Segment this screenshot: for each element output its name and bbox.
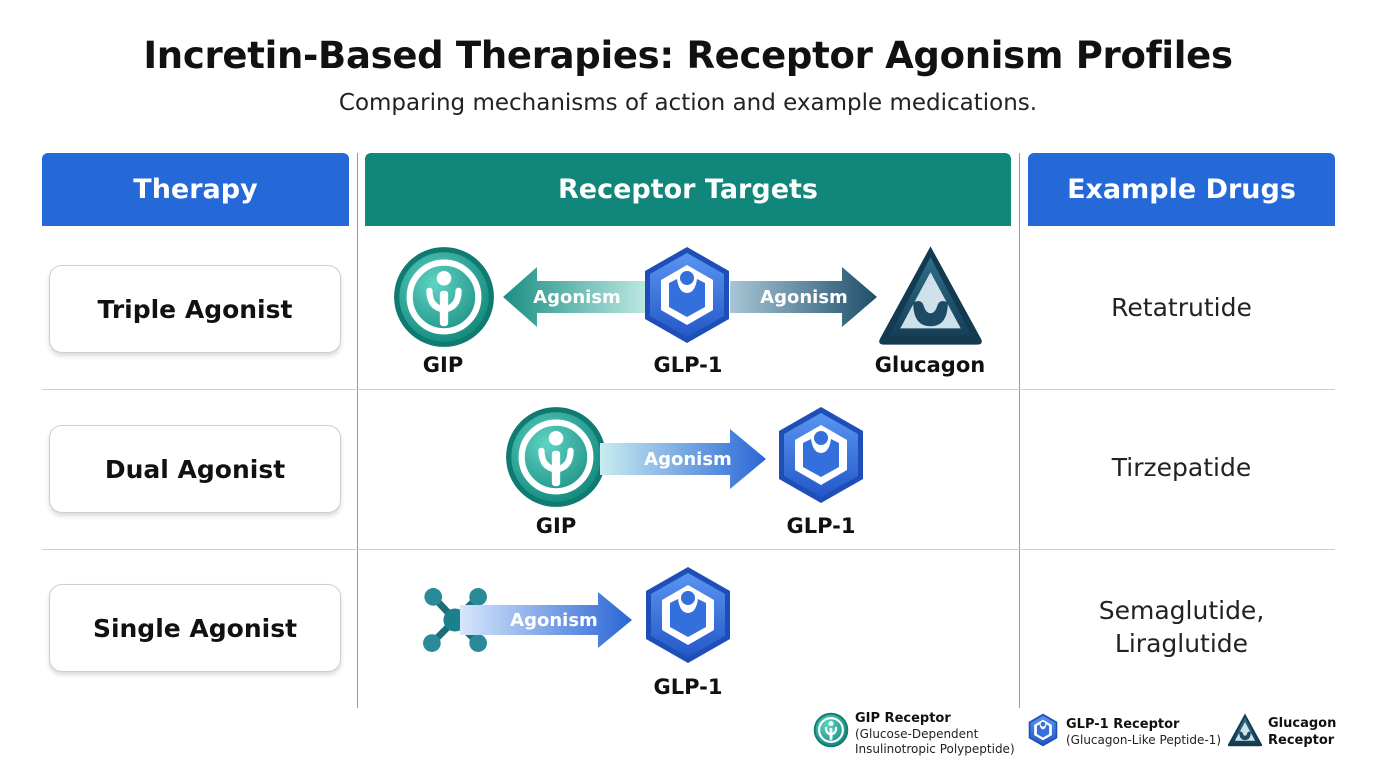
gip-receptor-icon <box>392 245 496 349</box>
agonism-label: Agonism <box>644 449 732 470</box>
row-divider-1 <box>42 389 1335 390</box>
agonism-arrow: Agonism <box>600 429 766 489</box>
page-subtitle: Comparing mechanisms of action and examp… <box>338 90 1038 116</box>
glp1-receptor-icon <box>637 243 737 347</box>
row-divider-2 <box>42 549 1335 550</box>
column-header-receptor-targets: Receptor Targets <box>365 153 1011 226</box>
legend-gip-title: GIP Receptor <box>855 711 951 726</box>
receptor-label-glp1: GLP-1 <box>653 353 723 377</box>
gip-receptor-icon <box>504 405 608 509</box>
legend-gip-subtitle-2: Insulinotropic Polypeptide) <box>855 742 1015 756</box>
column-header-example-drugs: Example Drugs <box>1028 153 1335 226</box>
receptor-label-glucagon: Glucagon <box>874 353 986 377</box>
legend-glp1-subtitle: (Glucagon-Like Peptide-1) <box>1066 733 1221 747</box>
drug-liraglutide: Liraglutide <box>1114 629 1249 658</box>
legend-glp1-icon <box>1026 712 1060 748</box>
agonism-label: Agonism <box>510 610 598 631</box>
therapy-triple-agonist: Triple Agonist <box>49 265 341 353</box>
therapy-dual-agonist: Dual Agonist <box>49 425 341 513</box>
drug-retatrutide: Retatrutide <box>1111 293 1252 322</box>
agonism-label: Agonism <box>760 287 848 308</box>
glp1-receptor-icon <box>771 403 871 507</box>
legend-gip-icon <box>813 712 849 748</box>
legend-gip-subtitle-1: (Glucose-Dependent <box>855 727 979 741</box>
legend-glucagon-title-2: Receptor <box>1268 733 1335 748</box>
receptor-label-gip: GIP <box>535 514 577 538</box>
glp1-receptor-icon <box>638 563 738 667</box>
legend-glucagon-title-1: Glucagon <box>1268 716 1337 731</box>
receptor-label-glp1: GLP-1 <box>653 675 723 699</box>
column-header-therapy: Therapy <box>42 153 349 226</box>
glucagon-receptor-icon <box>874 242 987 350</box>
agonism-arrow-left: Agonism <box>503 267 648 327</box>
agonism-arrow: Agonism <box>460 592 632 648</box>
legend-glucagon-icon <box>1226 712 1264 748</box>
page-title: Incretin-Based Therapies: Receptor Agoni… <box>143 34 1233 77</box>
drug-semaglutide: Semaglutide, <box>1098 596 1265 625</box>
receptor-label-gip: GIP <box>422 353 464 377</box>
agonism-label: Agonism <box>533 287 621 308</box>
column-divider-right <box>1019 153 1020 708</box>
receptor-label-glp1: GLP-1 <box>786 514 856 538</box>
therapy-single-agonist: Single Agonist <box>49 584 341 672</box>
drug-tirzepatide: Tirzepatide <box>1111 453 1252 482</box>
column-divider-left <box>357 153 358 708</box>
legend-glp1-title: GLP-1 Receptor <box>1066 717 1180 732</box>
agonism-arrow-right: Agonism <box>730 267 877 327</box>
